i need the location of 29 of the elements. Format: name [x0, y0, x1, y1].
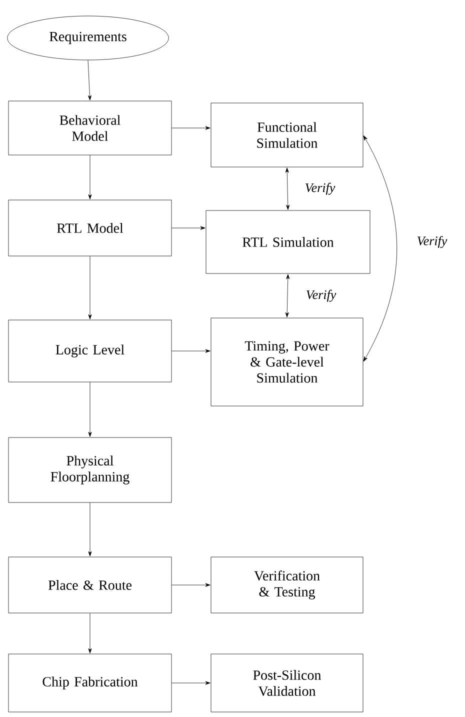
edge-label: Verify	[304, 288, 338, 303]
process-box: Physical Floorplanning	[8, 437, 172, 503]
arrow	[88, 60, 92, 100]
process-box: Timing, Power & Gate-level Simulation	[210, 318, 364, 406]
arrow	[88, 382, 92, 437]
process-box: Functional Simulation	[210, 102, 364, 168]
process-box: Behavioral Model	[8, 100, 172, 156]
process-box: Place & Route	[8, 556, 172, 614]
arrow	[363, 135, 398, 362]
arrow	[172, 126, 210, 130]
arrow	[285, 274, 290, 318]
arrow	[172, 681, 210, 685]
ellipse-node: Requirements	[7, 16, 169, 60]
process-box: Logic Level	[8, 320, 172, 382]
arrow	[88, 155, 92, 200]
process-box: RTL Simulation	[206, 210, 370, 274]
arrow	[88, 256, 92, 320]
edge-label: Verify	[304, 182, 336, 196]
process-box: RTL Model	[8, 200, 172, 256]
process-box: Verification & Testing	[210, 556, 364, 614]
process-box: Post-Silicon Validation	[210, 654, 364, 712]
process-box: Chip Fabrication	[8, 654, 172, 712]
arrow	[88, 502, 92, 556]
arrow	[88, 613, 92, 654]
arrow	[285, 168, 290, 210]
arrow	[172, 349, 210, 353]
arrow	[172, 226, 206, 230]
arrow	[172, 583, 210, 587]
edge-label: Verify	[416, 235, 448, 249]
